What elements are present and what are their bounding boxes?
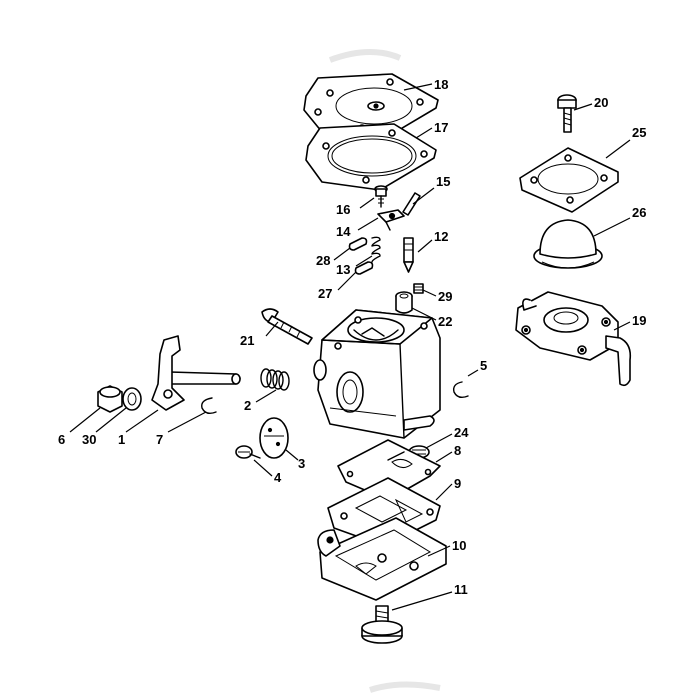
- leader-6: [69, 407, 101, 433]
- part-16-screw: [374, 185, 388, 208]
- leader-9: [435, 483, 453, 501]
- callout-18: 18: [434, 77, 448, 92]
- callout-6: 6: [58, 432, 65, 447]
- callout-17: 17: [434, 120, 448, 135]
- callout-8: 8: [454, 443, 461, 458]
- leader-27: [593, 217, 631, 237]
- leader-14: [357, 217, 379, 231]
- leader-20: [573, 103, 593, 111]
- callout-3: 3: [298, 456, 305, 471]
- callout-labels: 18 17 15 16 14 12 28 13 27 29 22 20 25 2…: [58, 77, 646, 597]
- leader-7: [167, 411, 207, 433]
- leader-11: [391, 591, 453, 611]
- part-1-throttle-shaft: [151, 335, 241, 411]
- leader-25: [337, 271, 357, 291]
- callout-16: 16: [336, 202, 350, 217]
- leader-30: [95, 407, 127, 433]
- callout-25: 27: [318, 286, 332, 301]
- part-5-clip: [452, 381, 469, 399]
- callout-28: 28: [316, 253, 330, 268]
- part-3-disc: [259, 417, 289, 459]
- callout-21: 21: [240, 333, 254, 348]
- part-21-adjusting-screw: [261, 308, 313, 345]
- leader-13: [355, 255, 373, 267]
- leader-10: [427, 545, 451, 557]
- callout-11: 11: [454, 582, 468, 597]
- callout-12: 12: [434, 229, 448, 244]
- leader-24: [425, 433, 453, 449]
- callout-4: 4: [274, 470, 282, 485]
- callout-24: 24: [454, 425, 469, 440]
- callout-7: 7: [156, 432, 163, 447]
- leader-26: [605, 139, 631, 159]
- leader-15: [412, 187, 435, 205]
- part-4-screw: [235, 445, 261, 459]
- callout-13: 13: [336, 262, 350, 277]
- background-smudge-top: [328, 48, 402, 63]
- part-6-cap: [97, 385, 123, 413]
- part-29-screen: [413, 283, 424, 294]
- part-12-needle: [403, 237, 414, 273]
- callout-22: 22: [438, 314, 452, 329]
- part-11-screw: [361, 605, 403, 644]
- callout-20: 20: [594, 95, 608, 110]
- part-8-diaphragm: [337, 439, 441, 501]
- carburetor-body: [313, 309, 441, 439]
- callout-1: 1: [118, 432, 125, 447]
- callout-15: 15: [436, 174, 450, 189]
- callout-10: 10: [452, 538, 466, 553]
- leader-5: [467, 369, 479, 377]
- leader-1: [125, 409, 159, 433]
- callout-29: 29: [438, 289, 452, 304]
- part-26-gasket: [519, 147, 619, 213]
- callout-26: 25: [632, 125, 646, 140]
- leader-lines: [69, 83, 631, 611]
- part-19-pump-housing: [515, 291, 632, 387]
- callout-5: 5: [480, 358, 487, 373]
- leader-12: [417, 239, 433, 253]
- leader-2: [255, 389, 277, 403]
- leader-29: [422, 289, 437, 297]
- callout-30: 30: [82, 432, 96, 447]
- leader-22: [411, 307, 437, 321]
- leader-3: [285, 449, 299, 461]
- part-20-screw: [557, 94, 577, 133]
- callout-2: 2: [244, 398, 251, 413]
- callout-14: 14: [336, 224, 351, 239]
- part-13-spring: [371, 236, 381, 263]
- part-28-bar: [348, 237, 368, 251]
- background-smudge-bottom: [369, 681, 441, 693]
- leader-4: [253, 459, 273, 477]
- leader-18: [403, 83, 433, 91]
- leader-19: [613, 321, 631, 331]
- leader-28: [333, 247, 351, 261]
- leader-21: [265, 321, 279, 337]
- leader-8: [435, 451, 453, 463]
- callout-19: 19: [632, 313, 646, 328]
- part-27-primer-bulb: [533, 219, 603, 269]
- part-25-bar: [354, 261, 374, 275]
- part-15-pin: [402, 192, 421, 216]
- part-10-end-cover: [317, 517, 447, 601]
- part-7-clip: [201, 397, 217, 415]
- callout-27: 26: [632, 205, 646, 220]
- callout-9: 9: [454, 476, 461, 491]
- part-30-washer: [122, 387, 142, 411]
- part-2-spring: [260, 368, 290, 391]
- part-17-gasket: [305, 123, 437, 191]
- part-14-lever: [377, 209, 405, 231]
- leader-17: [415, 127, 433, 139]
- leader-16: [359, 197, 375, 209]
- part-22-sleeve: [395, 291, 413, 314]
